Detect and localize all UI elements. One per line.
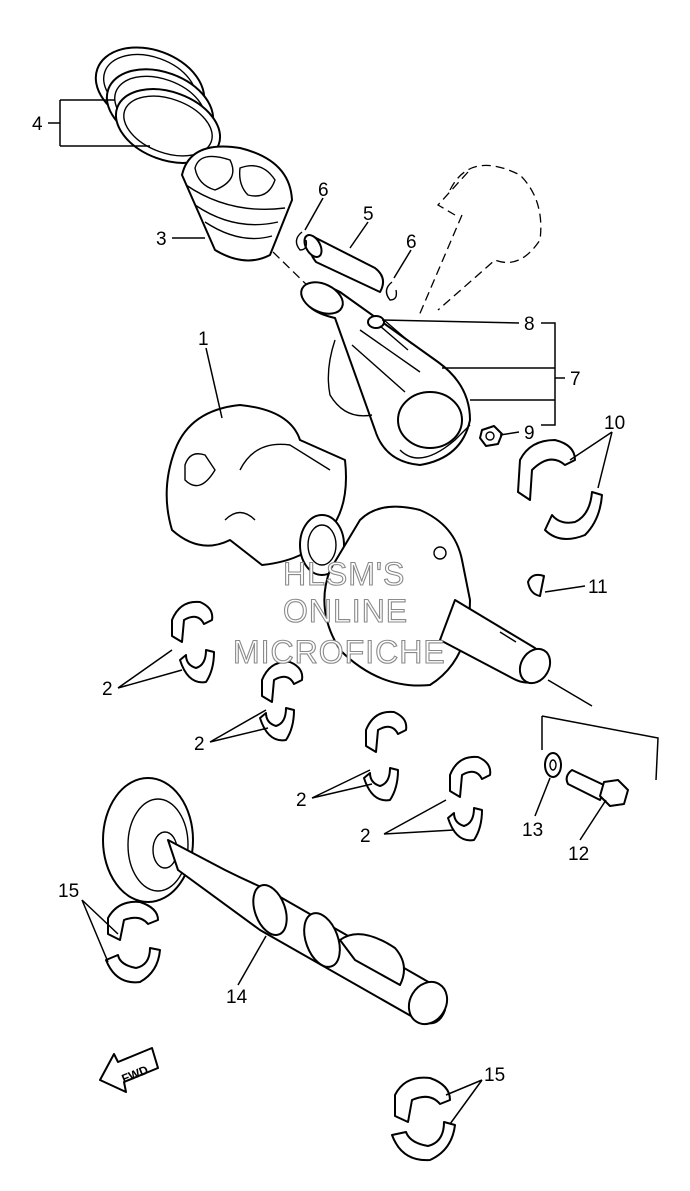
callout-7: 7 (570, 369, 581, 390)
circlip-left (295, 231, 308, 251)
callout-2b: 2 (194, 734, 205, 755)
watermark: HLSM'S ONLINE MICROFICHE (232, 555, 446, 670)
callout-12: 12 (568, 844, 589, 865)
callout-2a: 2 (102, 679, 113, 700)
assembly-line-2 (417, 214, 463, 319)
callout-5: 5 (363, 204, 374, 225)
balancer-gear (102, 777, 194, 903)
balancer-bearing-15b (391, 1076, 456, 1162)
bearing-shell-2a (171, 600, 215, 684)
callout-15-right: 15 (484, 1065, 505, 1086)
rod-nut (479, 425, 503, 447)
callout-2d: 2 (360, 826, 371, 847)
callout-13: 13 (522, 820, 543, 841)
piston-rings (94, 46, 222, 164)
callout-15-left: 15 (58, 881, 79, 902)
crankshaft (165, 404, 552, 687)
piston (181, 145, 293, 262)
piston-pin (303, 234, 385, 293)
woodruff-key (527, 573, 545, 597)
crank-axis-line (547, 679, 593, 707)
callout-9: 9 (524, 423, 535, 444)
connecting-rod (300, 281, 471, 466)
leader-lines (48, 99, 613, 1125)
watermark-line-1: HLSM'S (283, 556, 405, 592)
bearing-shell-2c (363, 710, 408, 802)
watermark-line-3: MICROFICHE (233, 634, 446, 670)
circlip-right (385, 281, 398, 301)
callout-6-right: 6 (406, 232, 417, 253)
engine-outline-dashed (436, 164, 542, 311)
callout-8: 8 (524, 314, 535, 335)
bracket-dashed (541, 715, 659, 781)
callout-6-left: 6 (318, 180, 329, 201)
callout-14: 14 (226, 987, 248, 1008)
callout-2c: 2 (296, 790, 307, 811)
crank-gear (299, 514, 345, 576)
crank-bearing-pair-10 (517, 439, 603, 540)
flange-bolt (565, 769, 629, 807)
washer (544, 752, 562, 778)
callout-11: 11 (588, 577, 608, 598)
callout-10: 10 (604, 413, 625, 434)
bearing-shell-2b (259, 660, 304, 742)
bearing-shell-2d (447, 755, 492, 842)
callout-1: 1 (198, 329, 209, 350)
callout-3: 3 (156, 229, 167, 250)
rod-bolt (367, 315, 413, 351)
fwd-arrow-icon: FWD (99, 1047, 159, 1093)
watermark-line-2: ONLINE (283, 593, 408, 629)
callouts: 4 3 6 5 6 8 7 9 1 10 11 2 2 2 2 13 12 15… (32, 114, 625, 1086)
callout-4: 4 (32, 114, 43, 135)
balancer-shaft (102, 777, 449, 1026)
balancer-bearing-15a (105, 900, 161, 984)
